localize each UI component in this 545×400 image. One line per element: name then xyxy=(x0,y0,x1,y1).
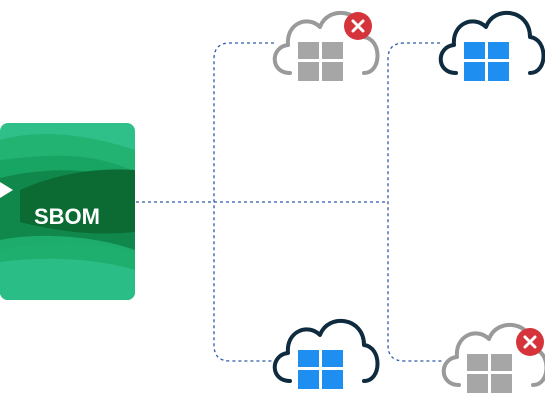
cloud-top-left xyxy=(272,10,380,81)
windows-logo-icon xyxy=(467,354,512,393)
cloud-bottom-left xyxy=(272,318,380,389)
sbom-tile: SBOM xyxy=(0,123,135,300)
cloud-top-right xyxy=(438,10,545,81)
error-x-icon xyxy=(516,328,544,356)
sbom-label: SBOM xyxy=(34,204,100,229)
cloud-bottom-right xyxy=(441,322,545,393)
windows-logo-icon xyxy=(298,42,343,81)
windows-logo-icon xyxy=(298,350,343,389)
connector-lines xyxy=(136,42,442,362)
connector-left-vertical xyxy=(213,42,274,362)
error-x-icon xyxy=(344,12,372,40)
windows-logo-icon xyxy=(464,42,509,81)
sbom-tab-notch xyxy=(0,182,13,198)
connector-right-vertical xyxy=(387,42,442,362)
